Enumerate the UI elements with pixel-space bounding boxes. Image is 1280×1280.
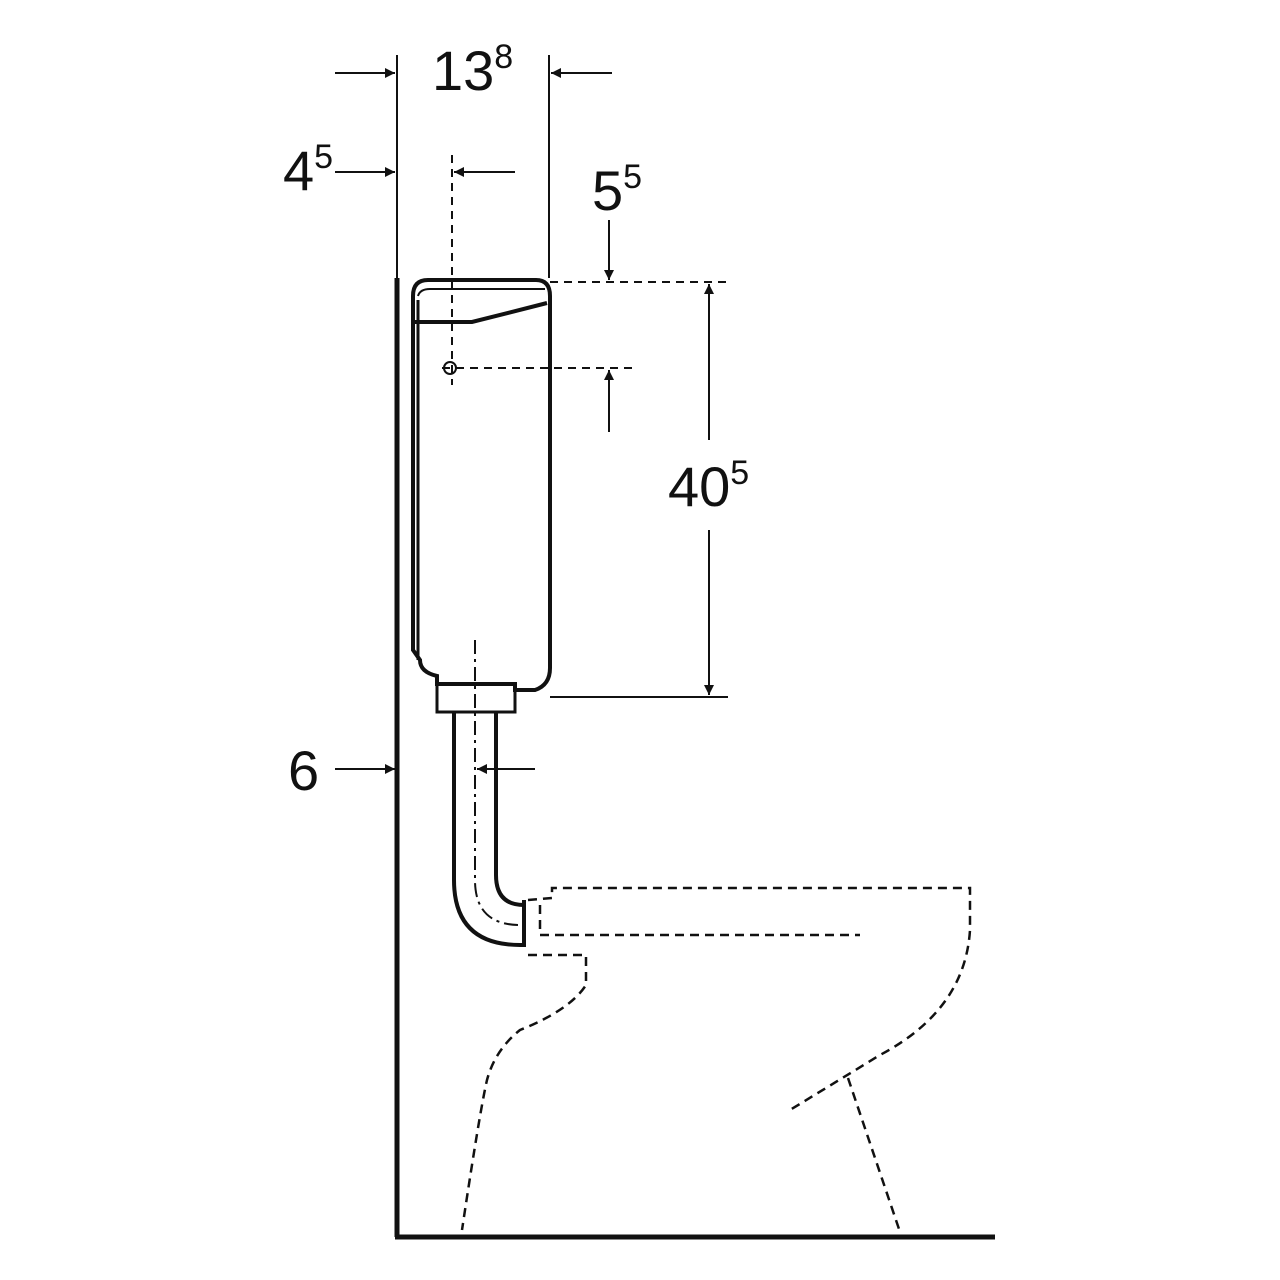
dim-cistern-depth: 138: [432, 38, 513, 102]
wc-bowl-outline: [460, 886, 972, 1233]
dim-pipe-axis: 45: [283, 138, 333, 202]
dim-cistern-height: 405: [668, 454, 749, 518]
dim-button-axis: 55: [592, 158, 642, 222]
dim-flush-pipe-axis: 6: [288, 739, 319, 802]
cistern: [411, 278, 552, 714]
flush-pipe: [452, 640, 526, 947]
